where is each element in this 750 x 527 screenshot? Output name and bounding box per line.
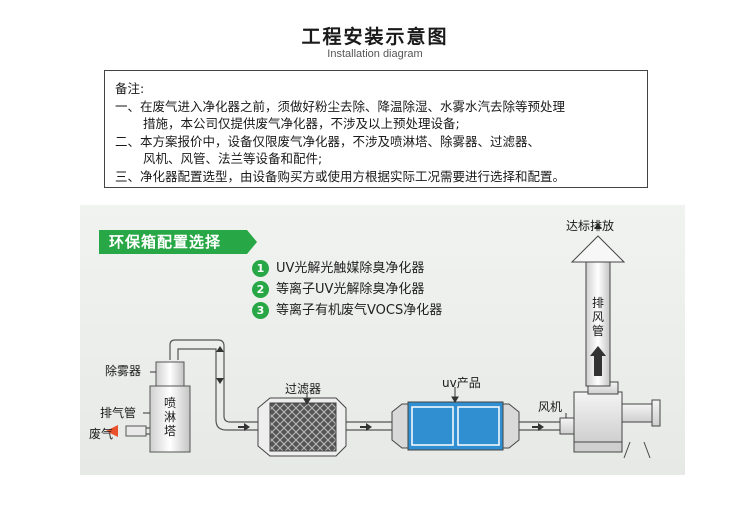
- note-1: 一、在废气进入净化器之前，须做好粉尘去除、降温除湿、水雾水汽去除等预处理: [115, 98, 566, 114]
- option-number-badge: 2: [252, 281, 269, 298]
- option-3: 3 等离子有机废气VOCS净化器: [252, 302, 442, 320]
- notes-heading: 备注:: [115, 81, 145, 96]
- label-demister: 除雾器: [105, 364, 142, 378]
- config-banner: 环保箱配置选择: [99, 230, 257, 254]
- label-uv-product: uv产品: [442, 376, 481, 390]
- inlet-pipe: [106, 425, 147, 437]
- label-fan: 风机: [538, 400, 563, 414]
- flow-arrow-right: [532, 423, 544, 431]
- spray-tower: [149, 361, 191, 453]
- release-arrow: [594, 223, 602, 229]
- filter-unit: [257, 397, 347, 457]
- option-number-badge: 1: [252, 260, 269, 277]
- flow-arrow-right: [360, 423, 372, 431]
- note-2: 二、本方案报价中，设备仅限废气净化器，不涉及喷淋塔、除雾器、过滤器、: [115, 133, 541, 149]
- label-filter: 过滤器: [285, 382, 322, 396]
- label-waste-gas: 废气: [89, 427, 114, 441]
- label-spray-tower: 喷淋塔: [163, 396, 176, 438]
- pointer-lines: [143, 371, 567, 418]
- option-label: UV光解光触媒除臭净化器: [276, 261, 425, 276]
- note-2-cont: 风机、风管、法兰等设备和配件;: [143, 151, 323, 166]
- page-title: 工程安装示意图: [301, 26, 449, 48]
- flow-arrow-up: [590, 346, 606, 376]
- uv-purifier: [391, 401, 520, 451]
- option-number-badge: 3: [252, 302, 269, 319]
- note-1-cont: 措施，本公司仅提供废气净化器，不涉及以上预处理设备;: [143, 116, 460, 131]
- notes-box: 备注: 一、在废气进入净化器之前，须做好粉尘去除、降温除湿、水雾水汽去除等预处理…: [104, 70, 648, 188]
- flow-arrow-down: [216, 378, 224, 384]
- fan: [559, 381, 661, 459]
- label-exhaust-pipe: 排气管: [100, 406, 137, 420]
- page-subtitle: Installation diagram: [327, 48, 423, 60]
- option-label: 等离子有机废气VOCS净化器: [276, 303, 443, 318]
- option-label: 等离子UV光解除臭净化器: [276, 282, 425, 297]
- option-2: 2 等离子UV光解除臭净化器: [252, 281, 424, 299]
- flow-arrows: [216, 346, 606, 431]
- note-3: 三、净化器配置选型，由设备购买方或使用方根据实际工况需要进行选择和配置。: [115, 168, 566, 184]
- waste-gas-arrow: [106, 425, 118, 437]
- flow-arrow-right: [238, 423, 250, 431]
- exhaust-stack: [570, 235, 626, 387]
- label-exhaust-release: 达标排放: [566, 219, 615, 233]
- option-1: 1 UV光解光触媒除臭净化器: [252, 260, 424, 278]
- label-exhaust-duct: 排风管: [591, 296, 604, 338]
- flow-arrow-up: [216, 346, 224, 352]
